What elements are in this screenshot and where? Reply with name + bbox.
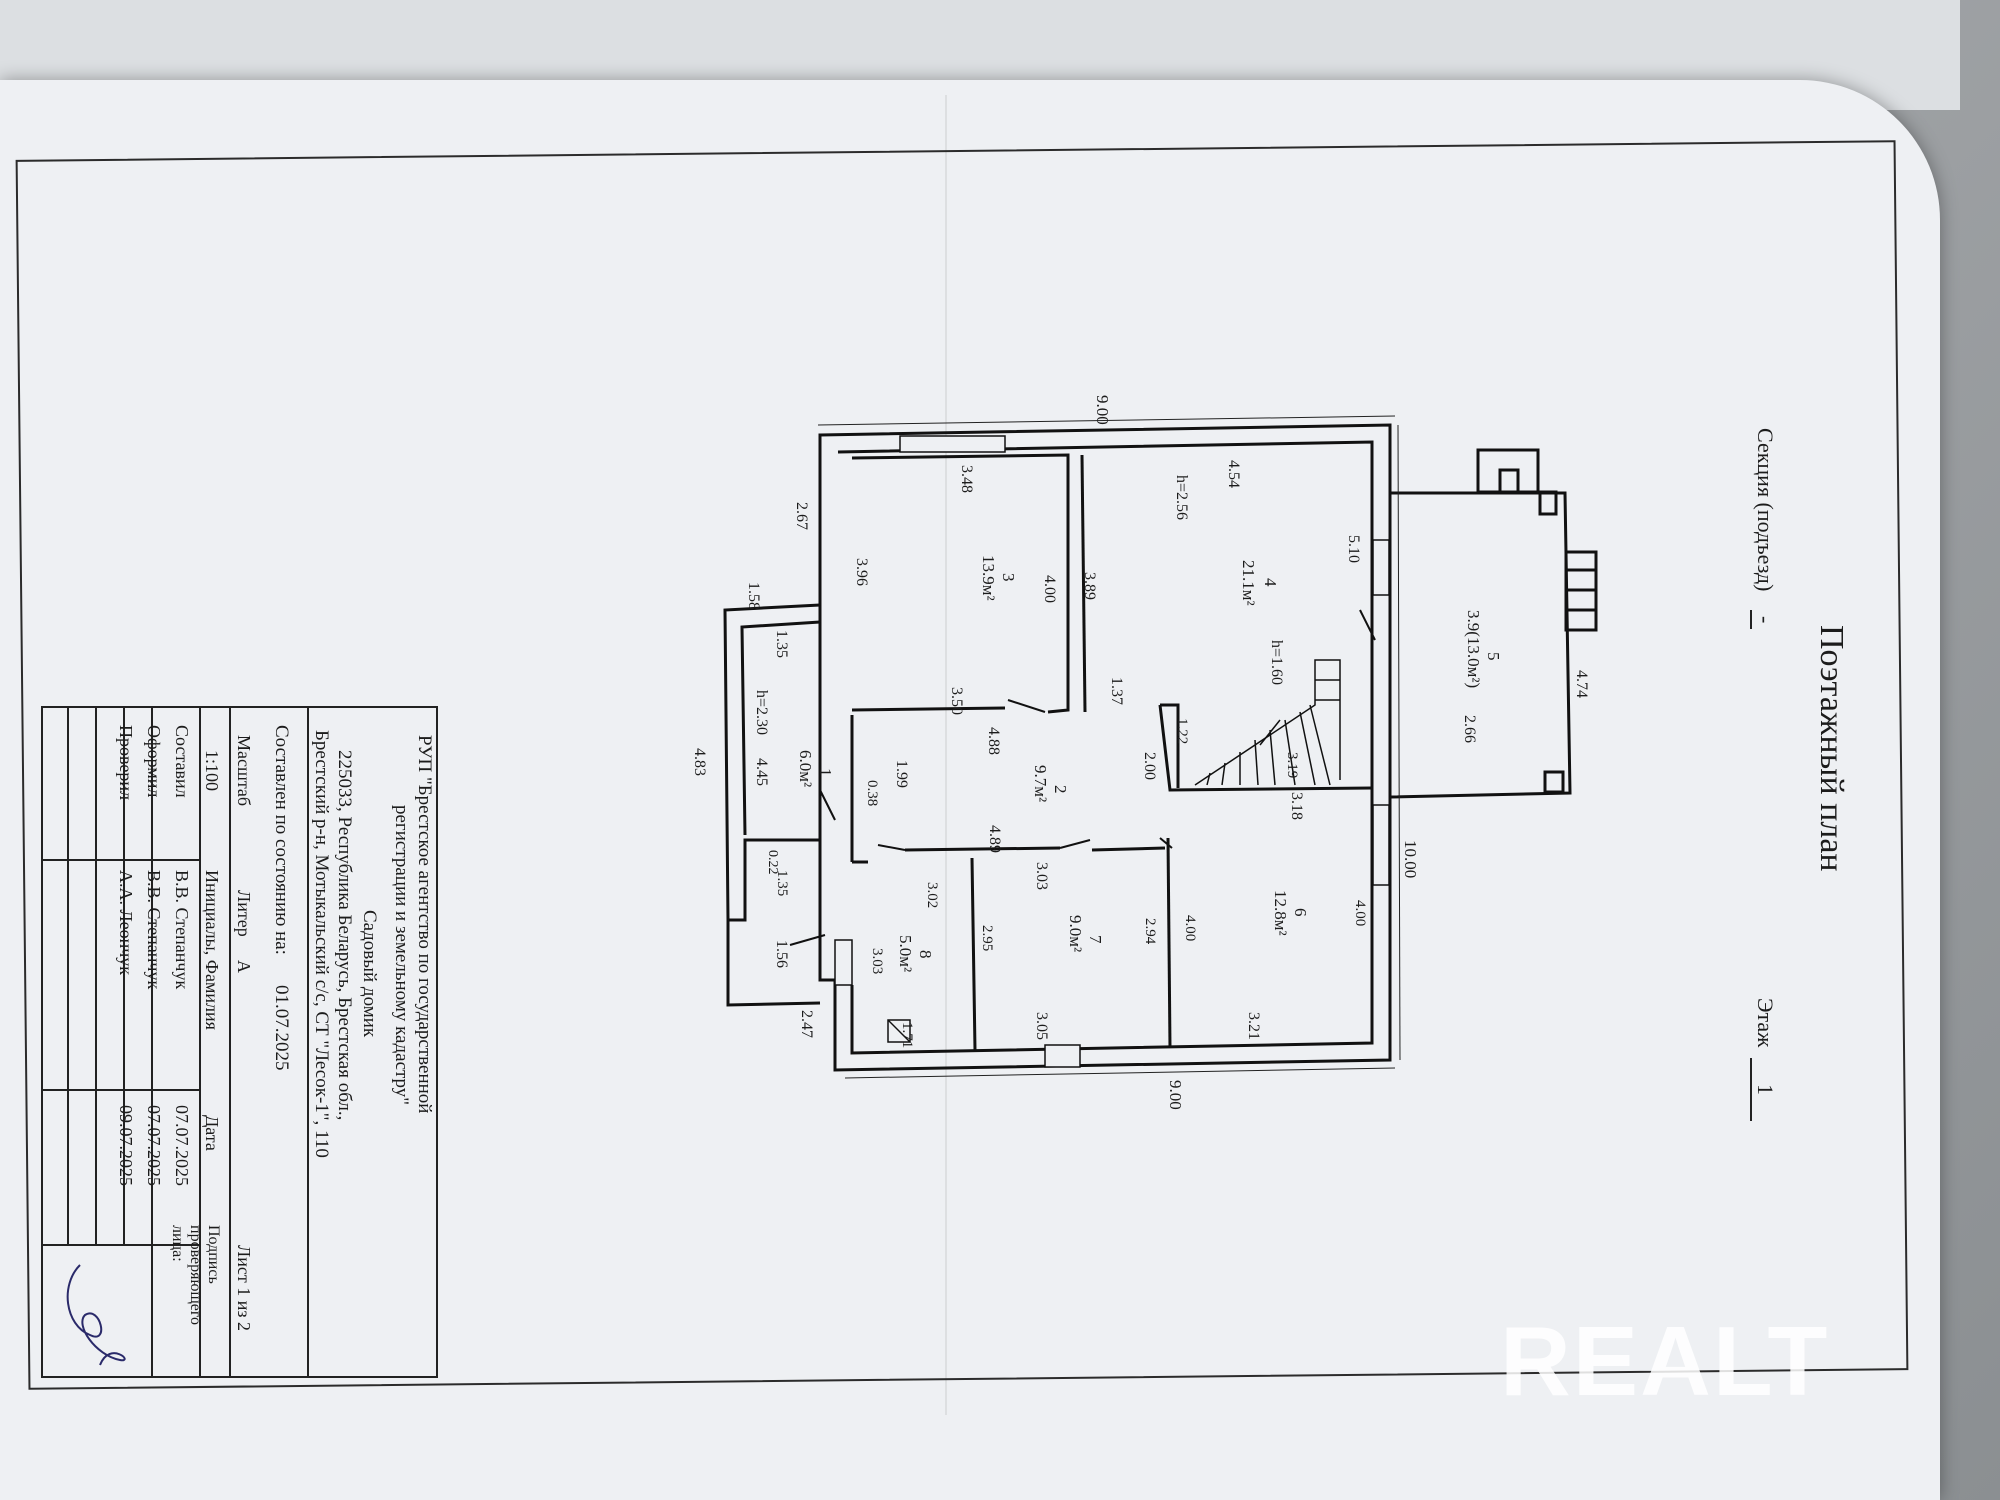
dim-label: 3.03 [869, 948, 885, 975]
stamp-row-date: 07.07.2025 [144, 1105, 164, 1186]
dim-label: 0.22 [765, 850, 780, 875]
dim-label: 3.21 [1245, 1012, 1262, 1040]
document-paper [0, 80, 1940, 1500]
dim-label: 4.89 [986, 825, 1003, 853]
dim-label: 3.18 [1288, 792, 1305, 820]
dim-label: 4.88 [985, 727, 1002, 755]
stamp-state-date: 01.07.2025 [271, 985, 292, 1071]
title-block-grid [41, 706, 438, 1378]
room-1-area: 6.0м² [796, 750, 815, 788]
stamp-object: Садовый домик [359, 910, 380, 1038]
dim-label: 4.00 [1352, 900, 1368, 927]
stamp-row-date: 07.07.2025 [172, 1105, 192, 1186]
room-4-stair-height: h=1.60 [1268, 640, 1285, 686]
stamp-row-name: В.В. Степанчук [172, 870, 192, 990]
room-5-number: 5 [1484, 652, 1503, 661]
dim-label: 1.56 [773, 940, 790, 968]
dim-label: 2.66 [1461, 715, 1478, 743]
meter-icon [887, 1019, 911, 1043]
dim-label: 2.67 [793, 502, 810, 530]
stamp-row-name: А.А. Леончук [116, 870, 136, 976]
stamp-row-role: Проверил [116, 725, 136, 800]
dimension-lines [817, 415, 1401, 1079]
dim-label: 3.03 [1033, 862, 1050, 890]
dim-label: 4.74 [1573, 670, 1590, 698]
dim-label: 3.50 [948, 687, 965, 715]
stamp-scale-label: Масштаб [234, 735, 254, 807]
stamp-liter-value: А [234, 960, 254, 973]
dim-label: 1.35 [773, 630, 790, 658]
windows [834, 435, 1390, 1068]
realt-watermark: REALT [1500, 1306, 1830, 1416]
room-3-number: 3 [999, 573, 1018, 582]
dim-label: 2.95 [979, 925, 995, 952]
dim-label: 3.96 [853, 558, 870, 586]
dim-label: 2.47 [798, 1010, 815, 1038]
stamp-row-name: В.В. Степанчук [144, 870, 164, 990]
dim-label: 9.00 [1093, 395, 1112, 425]
stamp-row-date: 09.07.2025 [116, 1105, 136, 1186]
stamp-col-name: Инициалы, Фамилия [202, 870, 222, 1030]
room-7-number: 7 [1086, 935, 1105, 944]
dim-label: 3.02 [924, 882, 940, 909]
paper-fold [945, 95, 947, 1415]
dim-label: 10.00 [1401, 840, 1420, 879]
stamp-col-sign: Подпись проверяющего лица: [169, 1225, 222, 1326]
staircase [1194, 659, 1341, 786]
signature-icon [66, 1264, 126, 1366]
dim-label: 9.00 [1166, 1080, 1185, 1110]
room-6-area: 12.8м² [1271, 890, 1290, 936]
stamp-row-role: Составил [172, 725, 192, 798]
title-block: РУП "Брестское агентство по государствен… [40, 705, 440, 1385]
room-1-number: 1 [816, 768, 835, 777]
dim-label: 1.58 [745, 582, 762, 610]
dim-label: 3.19 [1284, 752, 1300, 779]
dim-label: 1.99 [893, 760, 910, 788]
dim-label: 0.38 [864, 780, 880, 807]
room-5-area: 3.9(13.0м²) [1464, 610, 1483, 689]
stamp-org-line1: РУП "Брестское агентство по государствен… [414, 735, 435, 1114]
dim-label: 2.94 [1142, 918, 1158, 945]
room-2-area: 9.7м² [1031, 765, 1050, 803]
dim-label: 4.54 [1225, 460, 1242, 488]
dim-label: 1.37 [1108, 677, 1125, 705]
room-7-area: 9.0м² [1066, 915, 1085, 953]
doors [789, 609, 1376, 946]
dim-label: 4.00 [1041, 575, 1058, 603]
stamp-address-line1: 225033, Республика Беларусь, Брестская о… [334, 750, 355, 1121]
dim-label: 3.89 [1081, 572, 1098, 600]
room-1-height: h=2.30 [753, 690, 770, 736]
stamp-row-role: Оформил [144, 725, 164, 798]
dim-label: 3.48 [958, 465, 975, 493]
room-2-number: 2 [1051, 785, 1070, 794]
stamp-scale-value: 1:100 [202, 750, 222, 792]
stamp-org-line2: регистрации и земельному кадастру" [391, 805, 412, 1106]
room-4-area: 21.1м² [1239, 560, 1258, 606]
stamp-liter-label: Литер [234, 890, 254, 937]
stamp-sheet: Лист 1 из 2 [234, 1245, 254, 1331]
dim-label: 4.83 [691, 748, 708, 776]
dim-label: 4.45 [753, 758, 770, 786]
dim-label: 4.00 [1182, 915, 1198, 942]
room-3-area: 13.9м² [979, 555, 998, 601]
room-8-area: 5.0м² [896, 935, 915, 973]
room-4-height: h=2.56 [1173, 475, 1190, 521]
room-6-number: 6 [1291, 908, 1310, 917]
dim-label: 1.22 [1174, 718, 1190, 745]
room-4-number: 4 [1261, 578, 1280, 587]
dim-label: 2.00 [1141, 752, 1158, 780]
plan-walls [723, 423, 1598, 1072]
dim-label: 1.71 [899, 1022, 915, 1049]
stamp-state-label: Составлен по состоянию на: [271, 725, 292, 955]
stamp-address-line2: Брестский р-н, Мотыкальский с/с, СТ "Лес… [311, 730, 332, 1158]
dim-label: 5.10 [1345, 535, 1362, 563]
stamp-col-date: Дата [202, 1115, 222, 1151]
room-8-number: 8 [916, 950, 935, 959]
dim-label: 3.05 [1033, 1012, 1050, 1040]
